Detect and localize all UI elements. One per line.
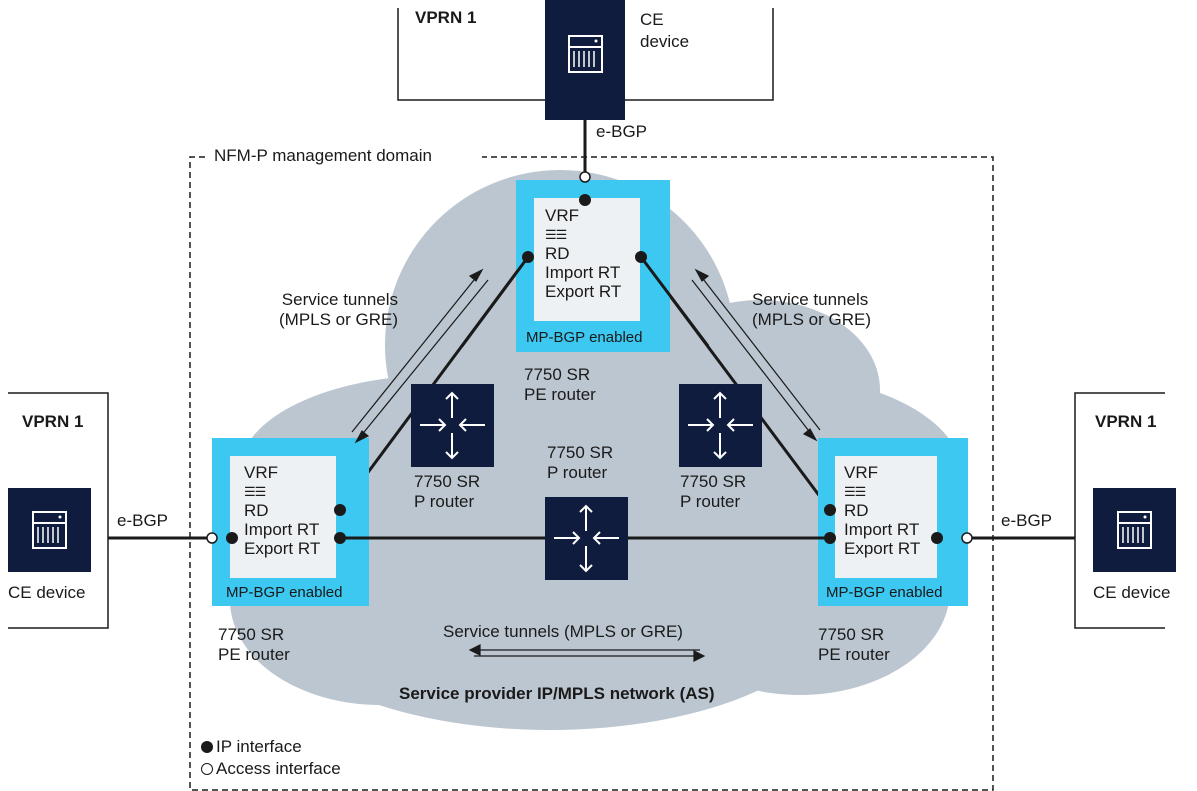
ce-label-top-line2: device [640, 32, 690, 51]
p-router-right [679, 384, 762, 467]
ebgp-label-left: e-BGP [117, 511, 169, 530]
pe-top-vrf: VRF ☰☰ RD Import RT Export RT [545, 206, 621, 301]
vrf-rd: RD [545, 244, 570, 263]
vrf-rd: RD [844, 501, 869, 520]
service-tunnels-type: (MPLS or GRE) [279, 309, 399, 329]
vrf-title: VRF [844, 463, 878, 482]
access-interface-icon [201, 763, 213, 775]
pe-router-model: 7750 SR [818, 625, 885, 644]
pe-right-router-label: 7750 SR PE router [818, 625, 890, 664]
vrf-import-rt: Import RT [844, 520, 920, 539]
legend-access-text: Access interface [216, 759, 341, 778]
ebgp-label-right: e-BGP [1001, 511, 1053, 530]
pe-top-router-label: 7750 SR PE router [524, 365, 596, 404]
pe-router-type: PE router [524, 384, 596, 404]
pe-top-mp-bgp: MP-BGP enabled [526, 329, 643, 346]
p-router-type: P router [547, 462, 608, 482]
p-router-model: 7750 SR [547, 443, 614, 462]
vrf-import-rt: Import RT [244, 520, 320, 539]
vrf-table-icon: ☰☰ [545, 227, 567, 242]
vrf-export-rt: Export RT [545, 282, 622, 301]
vrf-table-icon: ☰☰ [844, 484, 866, 499]
vrf-title: VRF [545, 206, 579, 225]
vrf-import-rt: Import RT [545, 263, 621, 282]
pe-router-type: PE router [218, 644, 290, 664]
ce-label-left: CE device [8, 583, 86, 602]
vrf-title: VRF [244, 463, 278, 482]
service-tunnels-title: Service tunnels [752, 290, 869, 309]
pe-router-type: PE router [818, 644, 890, 664]
pe-right-vrf: VRF ☰☰ RD Import RT Export RT [844, 463, 920, 558]
p-router-left [411, 384, 494, 467]
pe-left-mp-bgp: MP-BGP enabled [226, 584, 343, 601]
network-label: Service provider IP/MPLS network (AS) [399, 684, 715, 703]
vrf-export-rt: Export RT [244, 539, 321, 558]
ce-device-left [8, 488, 91, 572]
ce-device-top [545, 0, 625, 120]
ip-interface-icon [201, 741, 213, 753]
service-tunnels-right-label: Service tunnels (MPLS or GRE) [752, 290, 871, 329]
p-right-router-label: 7750 SR P router [680, 472, 746, 511]
ce-label-top-line1: CE [640, 10, 664, 29]
vprn-label-left: VPRN 1 [22, 412, 84, 431]
vprn-label-top: VPRN 1 [415, 8, 477, 27]
service-tunnels-title: Service tunnels [281, 290, 399, 309]
ce-label-right: CE device [1093, 583, 1171, 602]
pe-left-router-label: 7750 SR PE router [218, 625, 290, 664]
p-left-router-label: 7750 SR P router [414, 472, 480, 511]
legend-ip-interface: IP interface [201, 737, 302, 757]
management-domain-label: NFM-P management domain [210, 146, 436, 166]
vrf-rd: RD [244, 501, 269, 520]
vprn-label-right: VPRN 1 [1095, 412, 1157, 431]
vprn-right-border [1074, 392, 1165, 629]
vrf-table-icon: ☰☰ [244, 484, 266, 499]
pe-router-right [818, 438, 968, 606]
line-overlays [340, 256, 830, 540]
p-router-type: P router [680, 491, 741, 511]
service-tunnels-left-label: Service tunnels (MPLS or GRE) [279, 290, 398, 329]
vrf-export-rt: Export RT [844, 539, 921, 558]
management-domain-border [189, 156, 994, 791]
pe-router-left [212, 438, 369, 606]
legend-access-interface: Access interface [201, 759, 341, 779]
p-center-router-label: 7750 SR P router [547, 443, 613, 482]
vprn-left-border [8, 392, 109, 629]
pe-router-model: 7750 SR [524, 365, 591, 384]
ebgp-label-top: e-BGP [596, 122, 648, 141]
pe-right-mp-bgp: MP-BGP enabled [826, 584, 943, 601]
ce-device-right [1093, 488, 1176, 572]
p-router-type: P router [414, 491, 475, 511]
p-router-model: 7750 SR [414, 472, 481, 491]
p-router-center [545, 497, 628, 580]
pe-left-vrf: VRF ☰☰ RD Import RT Export RT [244, 463, 320, 558]
pe-router-model: 7750 SR [218, 625, 285, 644]
p-router-model: 7750 SR [680, 472, 747, 491]
interface-markers [206, 171, 973, 544]
service-tunnels-type: (MPLS or GRE) [752, 309, 872, 329]
service-tunnels-bottom-label: Service tunnels (MPLS or GRE) [443, 622, 683, 641]
legend-ip-text: IP interface [216, 737, 302, 756]
service-tunnel-arrows [351, 268, 821, 662]
pe-router-top [516, 180, 670, 352]
